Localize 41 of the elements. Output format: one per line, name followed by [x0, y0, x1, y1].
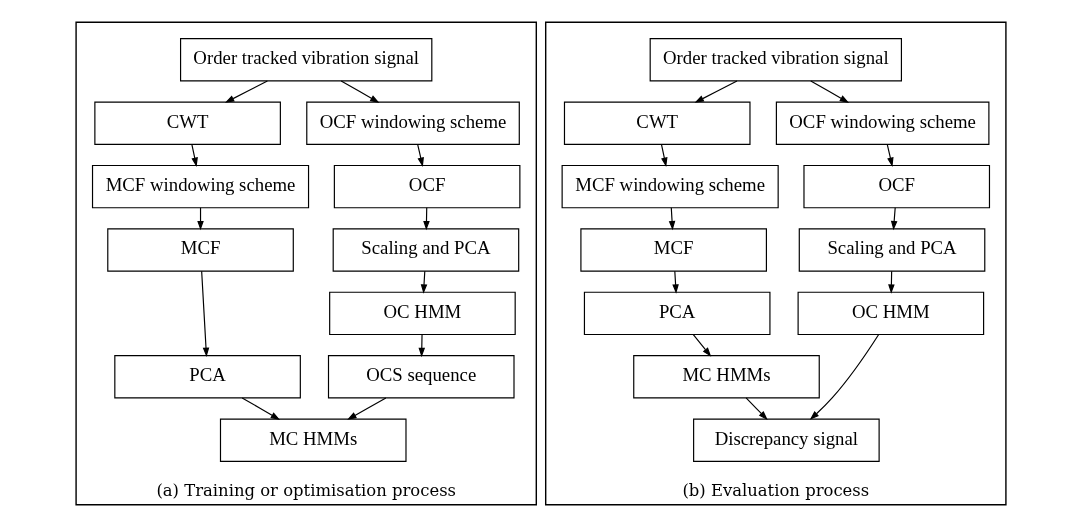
node-box: OCF windowing scheme [775, 101, 989, 145]
arrow [418, 333, 425, 358]
arrow [809, 80, 849, 103]
arrow [886, 143, 894, 167]
node-box: CWT [563, 101, 751, 145]
arrow [200, 270, 209, 358]
node-box: OC HMM [328, 291, 516, 336]
node-box: PCA [583, 291, 770, 336]
arrow [420, 270, 427, 294]
node-box: OC HMM [797, 291, 984, 336]
arrow [224, 80, 268, 103]
node-box: Discrepancy signal [692, 418, 880, 462]
arrow [694, 80, 738, 103]
node-box: MC HMMs [632, 355, 820, 399]
node-box: MCF [106, 228, 294, 272]
arrow [745, 397, 768, 421]
arrow [668, 207, 675, 231]
arrow [660, 143, 667, 167]
node-box: Scaling and PCA [798, 228, 985, 272]
arrow [241, 397, 280, 420]
node-box: OCF [802, 164, 990, 209]
arrow [340, 80, 379, 103]
arrow [890, 207, 897, 231]
arrow [809, 334, 879, 420]
node-box: MCF windowing scheme [91, 164, 309, 209]
node-box: OCS sequence [327, 355, 515, 399]
node-box: OCF windowing scheme [305, 101, 520, 145]
arrow [416, 143, 424, 167]
node-box: MCF windowing scheme [561, 164, 779, 209]
arrow [346, 397, 386, 420]
node-box: PCA [113, 355, 301, 399]
node-box: MC HMMs [219, 418, 407, 462]
node-box: Scaling and PCA [332, 228, 519, 272]
node-box: Order tracked vibration signal [179, 38, 432, 82]
arrow [692, 333, 711, 357]
node-box: MCF [579, 228, 767, 272]
node-box: OCF [333, 164, 520, 209]
arrow [190, 143, 198, 167]
arrow [671, 270, 679, 294]
node-box: CWT [93, 101, 281, 145]
node-box: Order tracked vibration signal [649, 38, 902, 82]
